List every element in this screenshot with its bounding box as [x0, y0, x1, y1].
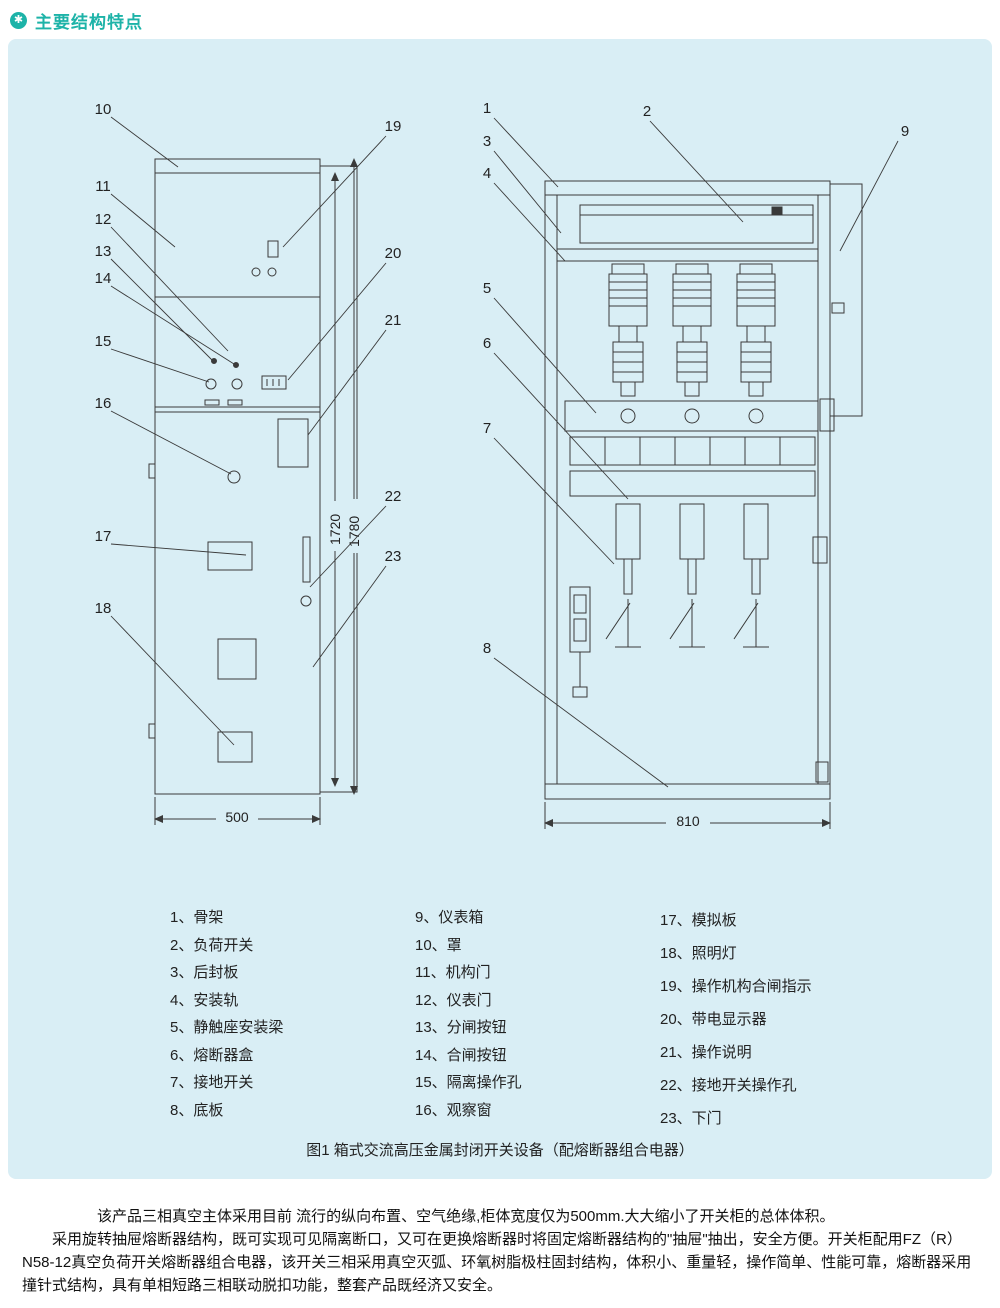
- dim-front-width: 500: [225, 809, 249, 825]
- door-latch: [812, 536, 828, 564]
- legend-item: 4、安装轨: [170, 991, 239, 1009]
- lighting-lamp: [217, 638, 257, 680]
- fuse-assembly: [736, 263, 776, 397]
- fuse-assembly: [672, 263, 712, 397]
- mimic-board: [207, 541, 253, 571]
- callout-23: 23: [385, 548, 402, 565]
- callout-11: 11: [95, 178, 111, 195]
- legend-item: 7、接地开关: [170, 1074, 254, 1091]
- side-view-leaders: [493, 117, 899, 788]
- callout-1: 1: [483, 100, 491, 117]
- operation-instruction-plate: [277, 418, 309, 468]
- front-view-dimensions: [154, 158, 362, 825]
- front-view-callouts: 10 11 12 13 14 15 16 17 18 19 20 21 22 2…: [95, 101, 402, 617]
- callout-2: 2: [643, 103, 651, 120]
- static-contact-beam: [564, 400, 819, 432]
- callout-8: 8: [483, 640, 491, 657]
- callout-18: 18: [95, 600, 112, 617]
- callout-5: 5: [483, 280, 491, 297]
- legend-item: 15、隔离操作孔: [415, 1074, 522, 1091]
- dim-outer-height: 1780: [346, 516, 362, 547]
- legend-item: 16、观察窗: [415, 1101, 492, 1119]
- figure-caption: 图1 箱式交流高压金属封闭开关设备（配熔断器组合电器）: [306, 1142, 694, 1159]
- legend-item: 8、底板: [170, 1101, 224, 1119]
- legend-item: 14、合闸按钮: [415, 1046, 507, 1064]
- callout-19: 19: [385, 118, 402, 135]
- legend-item: 1、骨架: [170, 909, 224, 926]
- description-text: 该产品三相真空主体采用目前 流行的纵向布置、空气绝缘,柜体宽度仅为500mm.大…: [0, 1205, 1000, 1297]
- callout-10: 10: [95, 101, 112, 118]
- side-view-callouts: 1 3 4 2 9 5 6 7 8: [483, 100, 909, 657]
- body-paragraph-1: 该产品三相真空主体采用目前 流行的纵向布置、空气绝缘,柜体宽度仅为500mm.大…: [97, 1208, 835, 1225]
- legend-column-3: 17、模拟板 18、照明灯 19、操作机构合闸指示 20、带电显示器 21、操作…: [660, 904, 812, 1135]
- closing-indicator: [267, 240, 279, 258]
- body-paragraph-2: 采用旋转抽屉熔断器结构，既可实现可见隔离断口，又可在更换熔断器时将固定熔断器结构…: [22, 1231, 972, 1294]
- fuse-assembly: [608, 263, 648, 397]
- bottom-plate: [544, 783, 831, 800]
- parts-legend: 1、骨架 2、负荷开关 3、后封板 4、安装轨 5、静触座安装梁 6、熔断器盒 …: [8, 904, 992, 1134]
- observation-window: [227, 470, 241, 484]
- legend-item: 18、照明灯: [660, 945, 737, 962]
- callout-4: 4: [483, 165, 491, 182]
- hinge: [148, 723, 156, 739]
- section-title: 主要结构特点: [35, 13, 143, 32]
- earthing-switch: [569, 503, 769, 698]
- legend-item: 2、负荷开关: [170, 936, 254, 954]
- front-view-drawing: [148, 158, 358, 795]
- side-view-dimensions: [544, 802, 831, 829]
- cabinet-side-strip: [319, 165, 358, 793]
- fuse-box: [569, 436, 816, 497]
- section-header: ✱ 主要结构特点: [0, 0, 1000, 39]
- closing-button: [233, 362, 239, 368]
- legend-column-2: 9、仪表箱 10、罩 11、机构门 12、仪表门 13、分闸按钮 14、合闸按钮…: [415, 904, 522, 1124]
- front-view-leaders: [110, 116, 387, 746]
- legend-item: 20、带电显示器: [660, 1011, 767, 1028]
- callout-7: 7: [483, 420, 491, 437]
- callout-12: 12: [95, 211, 112, 228]
- callout-20: 20: [385, 245, 402, 262]
- dim-side-width: 810: [676, 813, 700, 829]
- legend-item: 10、罩: [415, 936, 462, 954]
- opening-button: [211, 358, 217, 364]
- callout-9: 9: [901, 123, 909, 140]
- instrument-box: [829, 183, 863, 417]
- callout-21: 21: [385, 312, 402, 329]
- callout-16: 16: [95, 395, 112, 412]
- legend-item: 9、仪表箱: [415, 909, 484, 926]
- legend-item: 22、接地开关操作孔: [660, 1077, 797, 1094]
- live-display-device: [261, 375, 287, 390]
- hinge: [148, 463, 156, 479]
- callout-14: 14: [95, 270, 112, 287]
- legend-item: 17、模拟板: [660, 912, 737, 929]
- diagram-panel: 500 1720 1780 10 11 12 13 14 15: [8, 39, 992, 1179]
- callout-17: 17: [95, 528, 112, 545]
- legend-item: 19、操作机构合闸指示: [660, 978, 812, 995]
- legend-item: 23、下门: [660, 1110, 722, 1127]
- legend-item: 11、机构门: [415, 964, 491, 981]
- isolating-operation-hole: [205, 378, 217, 390]
- callout-22: 22: [385, 488, 402, 505]
- legend-item: 6、熔断器盒: [170, 1046, 254, 1064]
- load-switch: [579, 204, 814, 244]
- legend-item: 21、操作说明: [660, 1044, 752, 1061]
- lower-door-vent: [217, 731, 253, 763]
- callout-6: 6: [483, 335, 491, 352]
- side-view-drawing: [544, 180, 863, 800]
- legend-column-1: 1、骨架 2、负荷开关 3、后封板 4、安装轨 5、静触座安装梁 6、熔断器盒 …: [170, 904, 283, 1124]
- earthing-switch-operation-hole: [300, 595, 312, 607]
- legend-item: 3、后封板: [170, 964, 239, 981]
- callout-3: 3: [483, 133, 491, 150]
- earthing-switch-operation-slot: [302, 536, 311, 583]
- legend-item: 12、仪表门: [415, 991, 492, 1009]
- dim-inner-height: 1720: [327, 514, 343, 545]
- structure-diagram: 500 1720 1780 10 11 12 13 14 15: [95, 100, 909, 829]
- callout-15: 15: [95, 333, 112, 350]
- cabinet-front-outline: [154, 158, 321, 795]
- legend-item: 13、分闸按钮: [415, 1019, 507, 1036]
- section-icon: ✱: [10, 12, 27, 29]
- callout-13: 13: [95, 243, 112, 260]
- legend-item: 5、静触座安装梁: [170, 1019, 284, 1036]
